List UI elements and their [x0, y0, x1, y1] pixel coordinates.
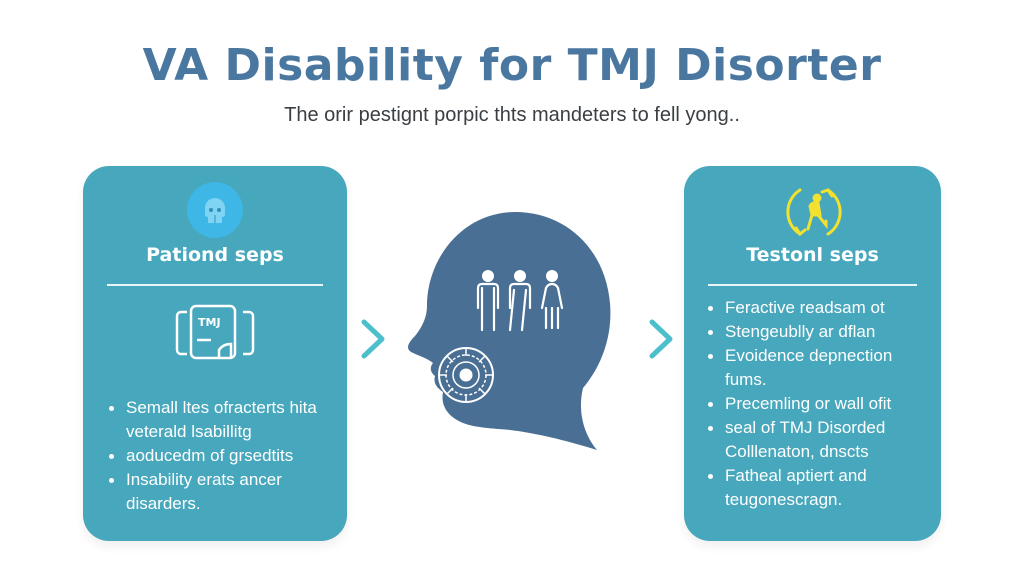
- chevron-right-icon: [360, 318, 388, 360]
- list-item: seal of TMJ Disorded Colllenaton, dnscts: [706, 416, 938, 464]
- svg-text:TMJ: TMJ: [198, 316, 221, 329]
- list-item: aoducedm of grsedtits: [107, 444, 342, 468]
- list-item: Precemling or wall ofit: [706, 392, 938, 416]
- right-card-divider: [708, 284, 917, 286]
- jaw-joint-gear-icon: [437, 346, 495, 404]
- left-card-bullet-list: Semall ltes ofracterts hita veterald lsa…: [107, 396, 342, 516]
- list-item: Fatheal aptiert and teugonescragn.: [706, 464, 938, 512]
- page-subtitle: The orir pestignt porpic thts mandeters …: [284, 104, 740, 126]
- left-card: Pationd seps TMJ Semall ltes ofracterts …: [83, 166, 347, 541]
- list-item: Evoidence depnection fums.: [706, 344, 938, 392]
- head-profile-icon: [405, 208, 620, 453]
- people-group-icon: [474, 268, 570, 336]
- right-card-bullet-list: Feractive readsam ot Stengeublly ar dfla…: [706, 296, 938, 512]
- list-item: Insability erats ancer disarders.: [107, 468, 342, 516]
- person-exercise-icon: [782, 184, 846, 240]
- tmj-document-icon: TMJ: [175, 304, 255, 362]
- list-item: Feractive readsam ot: [706, 296, 938, 320]
- list-item: Semall ltes ofracterts hita veterald lsa…: [107, 396, 342, 444]
- list-item: Stengeublly ar dflan: [706, 320, 938, 344]
- left-card-title: Pationd seps: [146, 244, 284, 266]
- chevron-right-icon: [648, 318, 676, 360]
- left-card-divider: [107, 284, 323, 286]
- right-card-title: Testonl seps: [746, 244, 879, 266]
- skull-icon: [187, 182, 243, 238]
- right-card: Testonl seps Feractive readsam ot Stenge…: [684, 166, 941, 541]
- page-title: VA Disability for TMJ Disorter: [142, 40, 882, 91]
